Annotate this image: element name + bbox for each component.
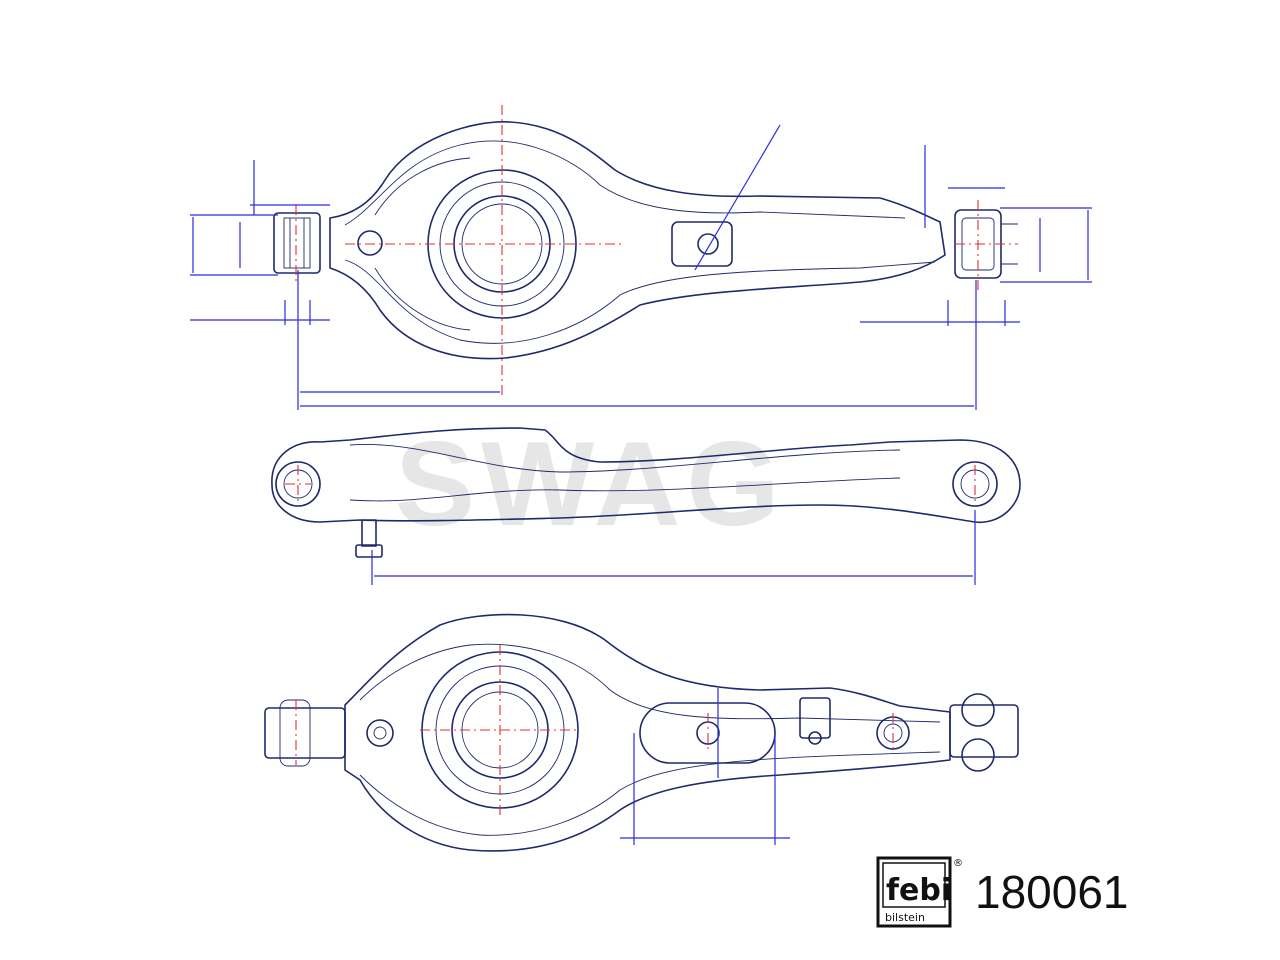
- bottom-right-joint: [949, 704, 1019, 758]
- bottom-view: [264, 613, 1019, 852]
- swag-watermark: SWAG: [395, 417, 786, 551]
- bottom-left-joint: [264, 707, 346, 759]
- logo-bilstein-text: bilstein: [885, 911, 925, 924]
- side-right-bushing: [952, 461, 998, 507]
- side-arm-outline: [271, 427, 1021, 523]
- top-small-hole: [357, 230, 383, 256]
- side-left-bushing: [275, 461, 321, 507]
- bottom-arm-outline: [344, 613, 951, 852]
- logo-febi-text: febi: [886, 873, 951, 908]
- top-view: [190, 105, 1092, 410]
- registered-mark: ®: [953, 858, 963, 869]
- side-view: [271, 427, 1021, 585]
- top-left-joint: [273, 212, 321, 274]
- top-arm-outline: [329, 121, 946, 360]
- febi-bilstein-logo: febi bilstein ®: [876, 856, 963, 928]
- part-number: 180061: [975, 866, 1129, 918]
